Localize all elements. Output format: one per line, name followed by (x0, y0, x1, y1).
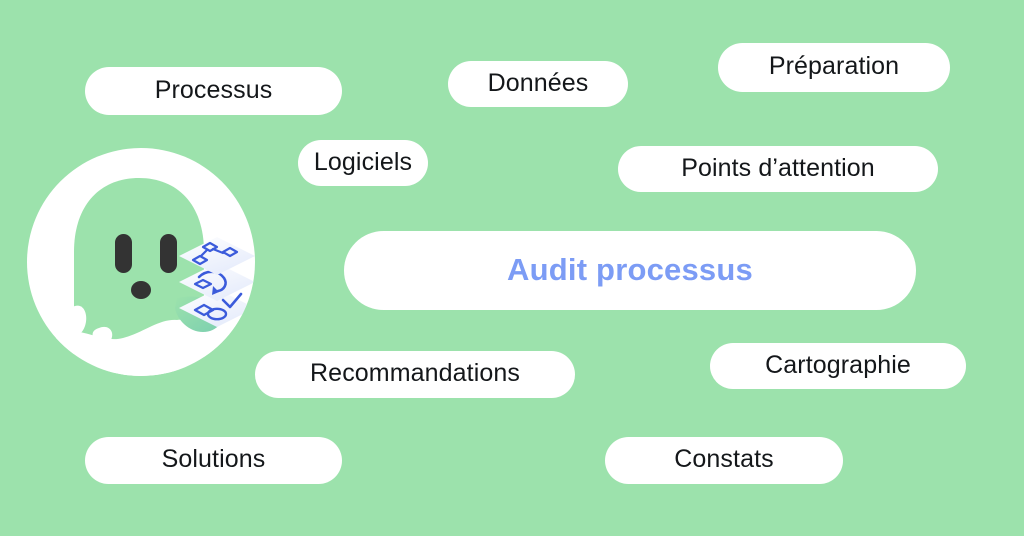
ghost-nose (131, 281, 151, 299)
keyword-pill-label: Recommandations (310, 359, 520, 387)
flowchart-card-stack (179, 237, 255, 327)
keyword-pill-label: Points d’attention (681, 153, 875, 182)
keyword-pill-label: Constats (674, 445, 774, 473)
keyword-pill[interactable]: Recommandations (255, 351, 575, 398)
ghost-hem-blob-1 (63, 305, 87, 337)
flowchart-card-top (179, 237, 255, 275)
ghost-mascot-svg (27, 148, 255, 376)
ghost-hem-blob-2 (92, 326, 113, 346)
keyword-pill[interactable]: Cartographie (710, 343, 966, 389)
keyword-pill-label: Logiciels (313, 147, 413, 176)
flowchart-card-middle (179, 263, 255, 301)
keyword-pill[interactable]: Points d’attention (618, 146, 938, 192)
keyword-pill-label: Solutions (161, 445, 266, 473)
keyword-pill[interactable]: Logiciels (298, 140, 428, 186)
center-pill-audit-processus[interactable]: Audit processus (344, 231, 916, 310)
flowchart-card-bottom (179, 289, 255, 327)
keyword-pill[interactable]: Données (448, 61, 628, 107)
ghost-left-eye (115, 234, 132, 273)
keyword-pill[interactable]: Solutions (85, 437, 342, 484)
keyword-pill[interactable]: Préparation (718, 43, 950, 92)
keyword-pill-label: Processus (154, 75, 273, 104)
keyword-pill-label: Données (487, 68, 589, 97)
keyword-pill[interactable]: Constats (605, 437, 843, 484)
center-pill-label: Audit processus (507, 252, 753, 287)
ghost-mascot (27, 148, 255, 376)
ghost-right-eye (160, 234, 177, 273)
keyword-pill[interactable]: Processus (85, 67, 342, 115)
keyword-pill-label: Préparation (768, 52, 900, 80)
keyword-pill-label: Cartographie (765, 350, 911, 379)
